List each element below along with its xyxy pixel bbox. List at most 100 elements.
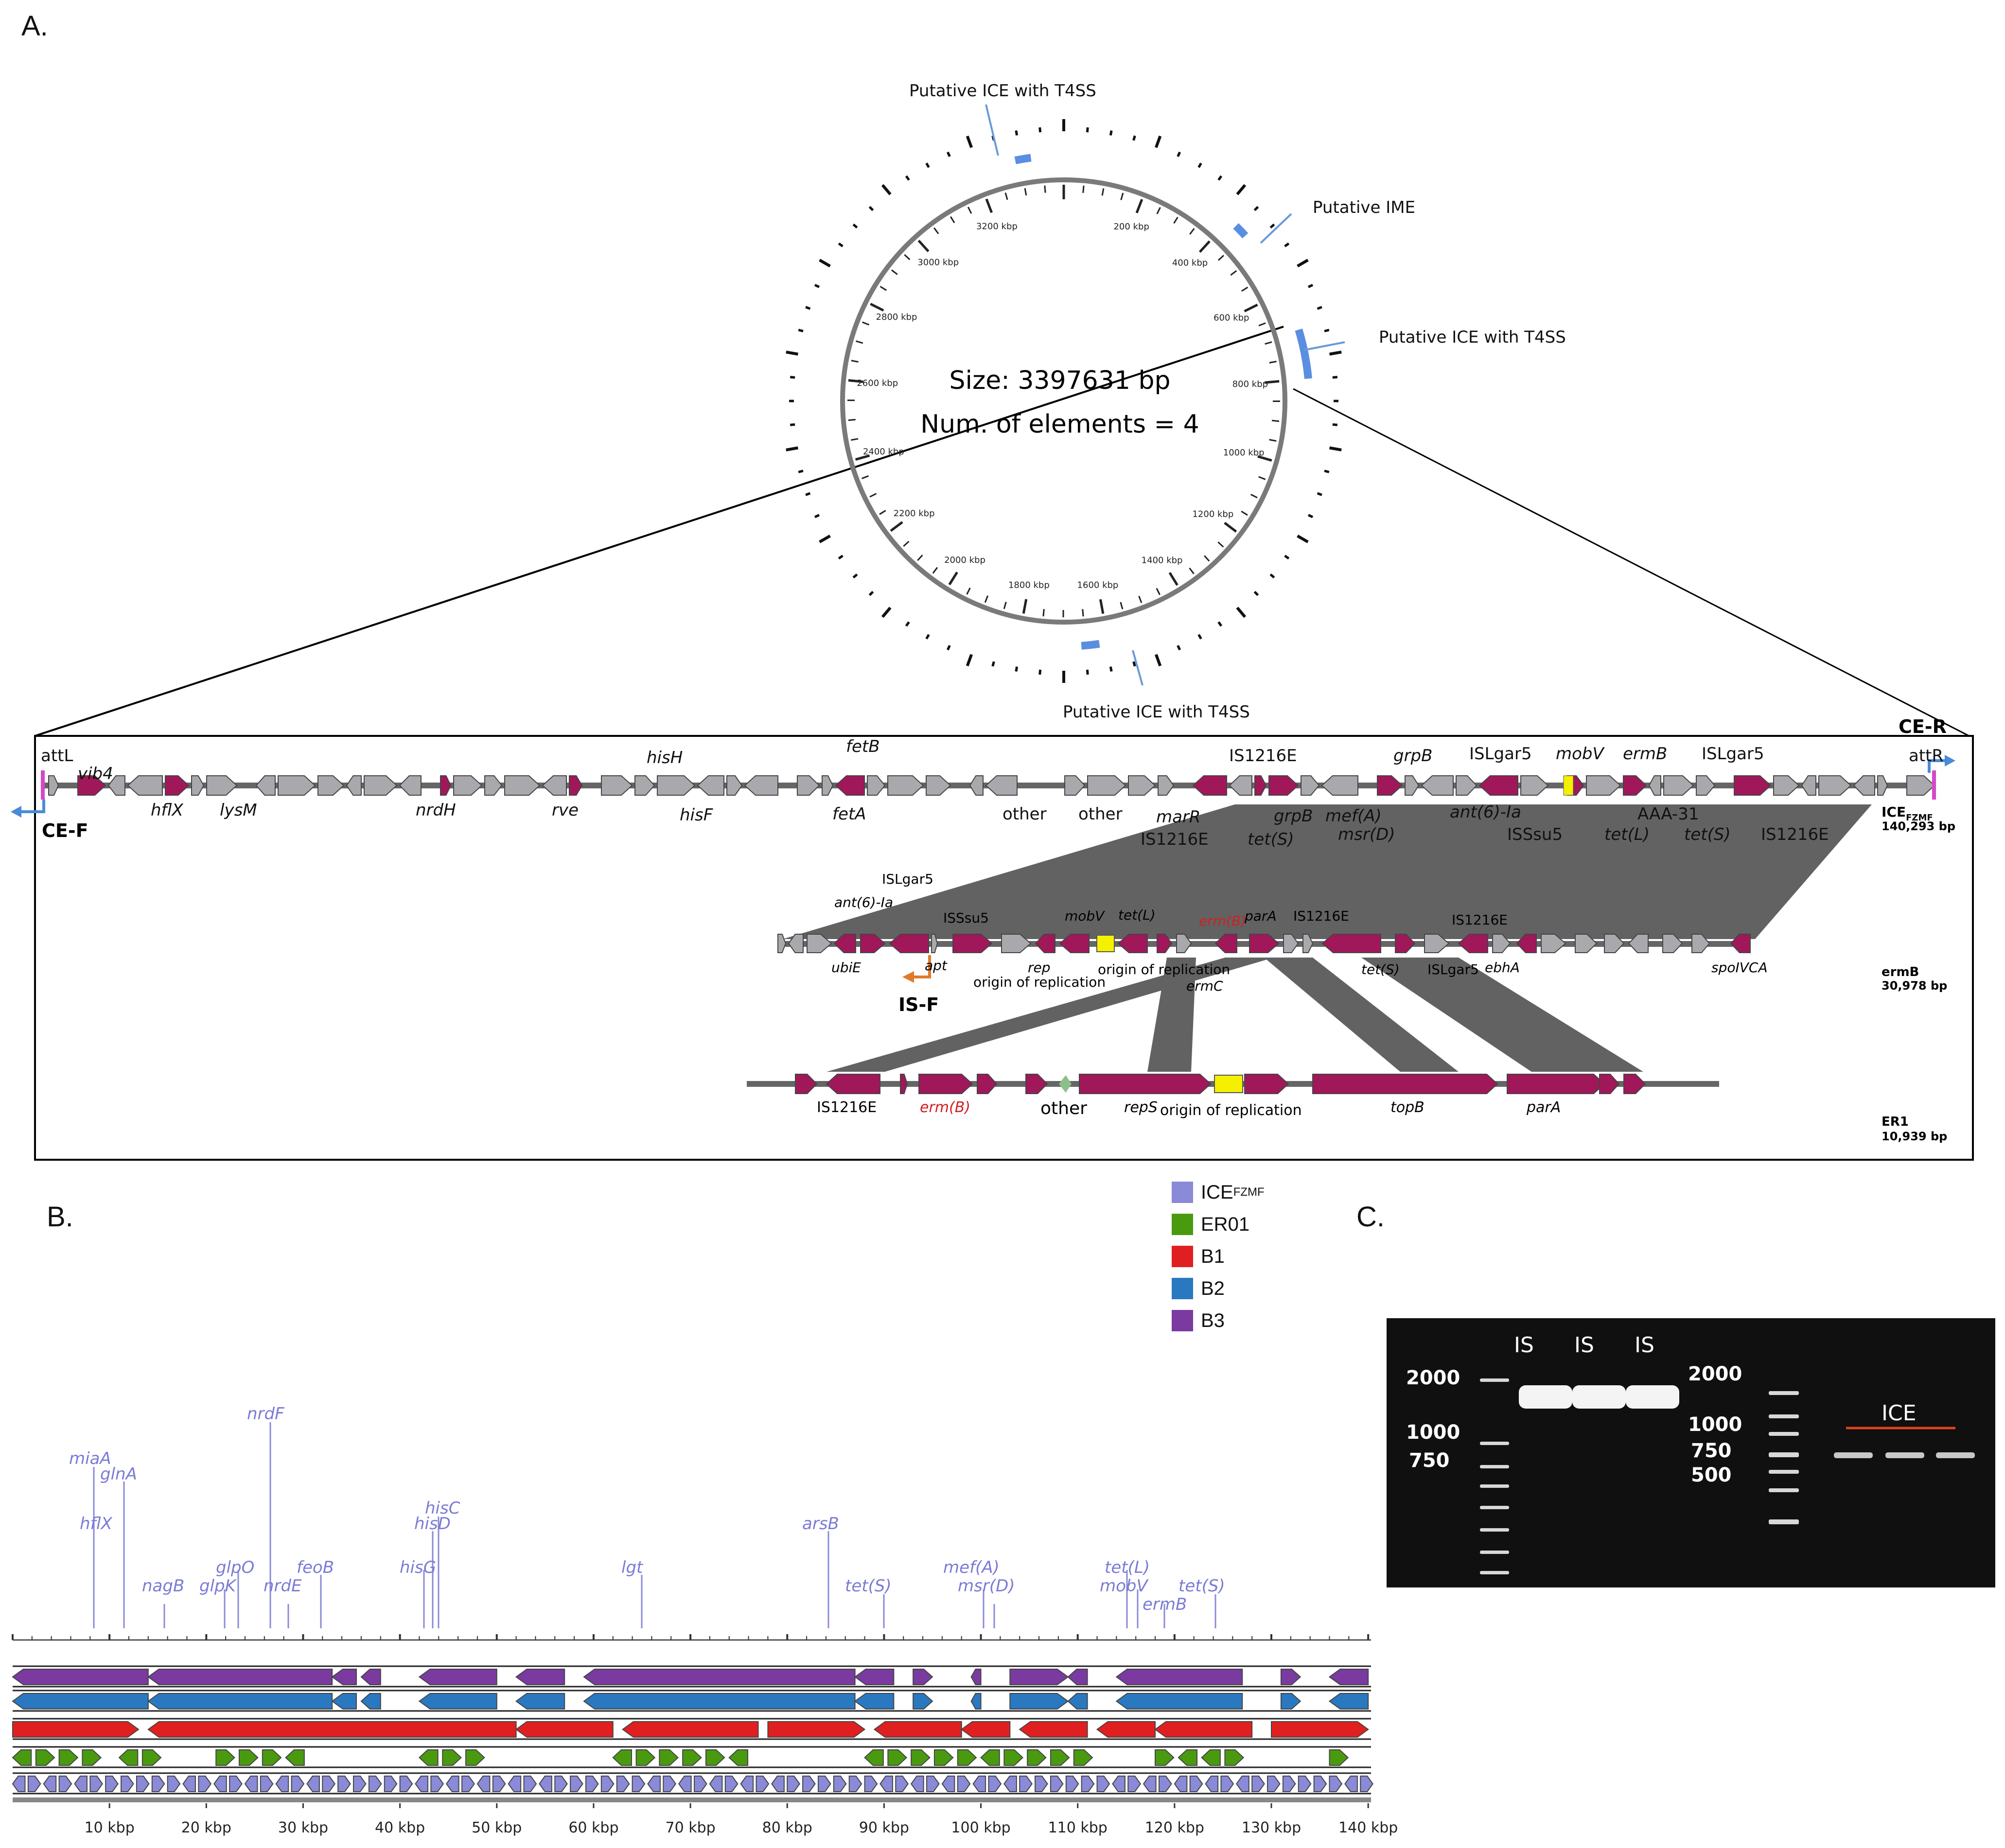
genome-size: Size: 3397631 bp xyxy=(950,366,1171,395)
track-gene xyxy=(12,1669,149,1685)
ice-gene xyxy=(1663,775,1694,796)
track-gene xyxy=(147,1693,333,1709)
svg-text:other: other xyxy=(1078,804,1123,824)
svg-text:origin of replication: origin of replication xyxy=(1160,1102,1302,1119)
outer-tick xyxy=(1269,223,1275,229)
track-gene xyxy=(864,1749,884,1766)
track-gene xyxy=(802,1776,816,1792)
svg-text:hisD: hisD xyxy=(414,1514,451,1534)
axis-tick-label: 20 kbp xyxy=(181,1819,231,1836)
ermb-gene xyxy=(1176,934,1192,953)
outer-tick xyxy=(1197,634,1202,640)
track-gene xyxy=(616,1776,630,1792)
svg-text:glnA: glnA xyxy=(100,1464,137,1484)
track-gene xyxy=(43,1776,57,1792)
gel-ice-label: ICE xyxy=(1882,1401,1917,1426)
ice-gene xyxy=(887,775,924,796)
ice-gene xyxy=(1906,775,1935,796)
legend-item-er01: ER01 xyxy=(1172,1208,1265,1240)
outer-tick xyxy=(1155,135,1162,148)
track-gene xyxy=(1009,1669,1069,1685)
track-gene xyxy=(1155,1749,1175,1766)
inner-tick xyxy=(1224,522,1237,533)
svg-text:tet(L): tet(L) xyxy=(1105,1558,1150,1577)
track-gene xyxy=(961,1721,1011,1738)
outer-tick xyxy=(1217,621,1223,627)
inner-tick xyxy=(879,510,886,515)
gel-right-1000: 1000 xyxy=(1688,1413,1742,1436)
ice-primer-right: CE-R xyxy=(1899,716,1947,737)
track-gene xyxy=(1205,1776,1219,1792)
gel-right-500: 500 xyxy=(1691,1464,1732,1486)
track-gene xyxy=(957,1749,977,1766)
track-gene xyxy=(1224,1749,1245,1766)
svg-text:ubiE: ubiE xyxy=(831,959,861,976)
track-gene xyxy=(1201,1749,1221,1766)
callout-ice-top: Putative ICE with T4SS xyxy=(909,81,1096,101)
callouts xyxy=(985,104,1345,686)
track-gene xyxy=(306,1776,320,1792)
track-gene xyxy=(508,1776,522,1792)
outer-tick xyxy=(852,573,858,579)
ice-gene xyxy=(1877,775,1888,796)
track-gene xyxy=(418,1669,497,1685)
outer-tick xyxy=(1015,666,1019,672)
axis-tick-label: 80 kbp xyxy=(762,1819,812,1836)
svg-text:ISSsu5: ISSsu5 xyxy=(943,910,989,926)
ice-gene xyxy=(867,775,886,796)
outer-tick xyxy=(1109,666,1113,672)
svg-text:fetA: fetA xyxy=(832,804,866,824)
svg-text:tet(S): tet(S) xyxy=(845,1576,892,1596)
track-gene xyxy=(415,1776,428,1792)
track-gene xyxy=(430,1776,444,1792)
inner-tick xyxy=(1042,609,1045,617)
outer-tick xyxy=(1086,127,1089,133)
track-gene xyxy=(1360,1776,1373,1792)
outer-tick xyxy=(1086,669,1089,675)
track-gene xyxy=(709,1776,723,1792)
outer-tick xyxy=(946,645,951,651)
svg-text:IS1216E: IS1216E xyxy=(1229,746,1297,766)
ermb-gene xyxy=(1662,934,1683,953)
ice-gene xyxy=(1128,775,1156,796)
track-gene xyxy=(515,1693,565,1709)
ice-gene xyxy=(127,775,163,796)
svg-text:ISLgar5: ISLgar5 xyxy=(1702,744,1764,764)
track-gene xyxy=(1050,1749,1070,1766)
track-gene xyxy=(167,1776,181,1792)
outer-tick xyxy=(1132,661,1136,667)
track-gene xyxy=(35,1749,55,1766)
circle-tick-label: 2200 kbp xyxy=(894,508,935,519)
track-gene xyxy=(612,1749,632,1766)
ice-gene xyxy=(317,775,345,796)
inner-tick xyxy=(966,587,971,595)
callout-ice-right: Putative ICE with T4SS xyxy=(1379,328,1566,347)
track-gene xyxy=(632,1776,646,1792)
svg-text:glpK: glpK xyxy=(199,1576,237,1596)
circle-tick-label: 3200 kbp xyxy=(976,221,1018,231)
track-gene xyxy=(1313,1776,1327,1792)
ice-gene xyxy=(969,775,984,796)
ermb-gene xyxy=(1730,934,1751,953)
track-gene xyxy=(678,1776,692,1792)
track-gene xyxy=(275,1776,289,1792)
track-gene xyxy=(539,1776,552,1792)
legend-swatch xyxy=(1172,1182,1193,1203)
outer-tick xyxy=(868,591,874,596)
track-gene xyxy=(105,1776,119,1792)
track-gene xyxy=(285,1749,305,1766)
track-gene xyxy=(322,1776,336,1792)
inner-tick xyxy=(1189,567,1195,575)
svg-text:erm(B): erm(B) xyxy=(920,1099,970,1116)
ermb-labels: ISLgar5 ant(6)-Ia ISSsu5 mobV tet(L) erm… xyxy=(831,871,1768,994)
inner-tick xyxy=(1204,555,1210,562)
ermb-gene xyxy=(952,934,993,953)
outer-tick xyxy=(1329,350,1342,356)
ice-track-name: ICEFZMF xyxy=(1882,804,1933,823)
svg-text:parA: parA xyxy=(1526,1099,1561,1116)
ice-track xyxy=(11,755,1955,818)
outer-tick xyxy=(1324,470,1330,473)
track-gene xyxy=(198,1776,212,1792)
ermb-gene xyxy=(1059,934,1090,953)
